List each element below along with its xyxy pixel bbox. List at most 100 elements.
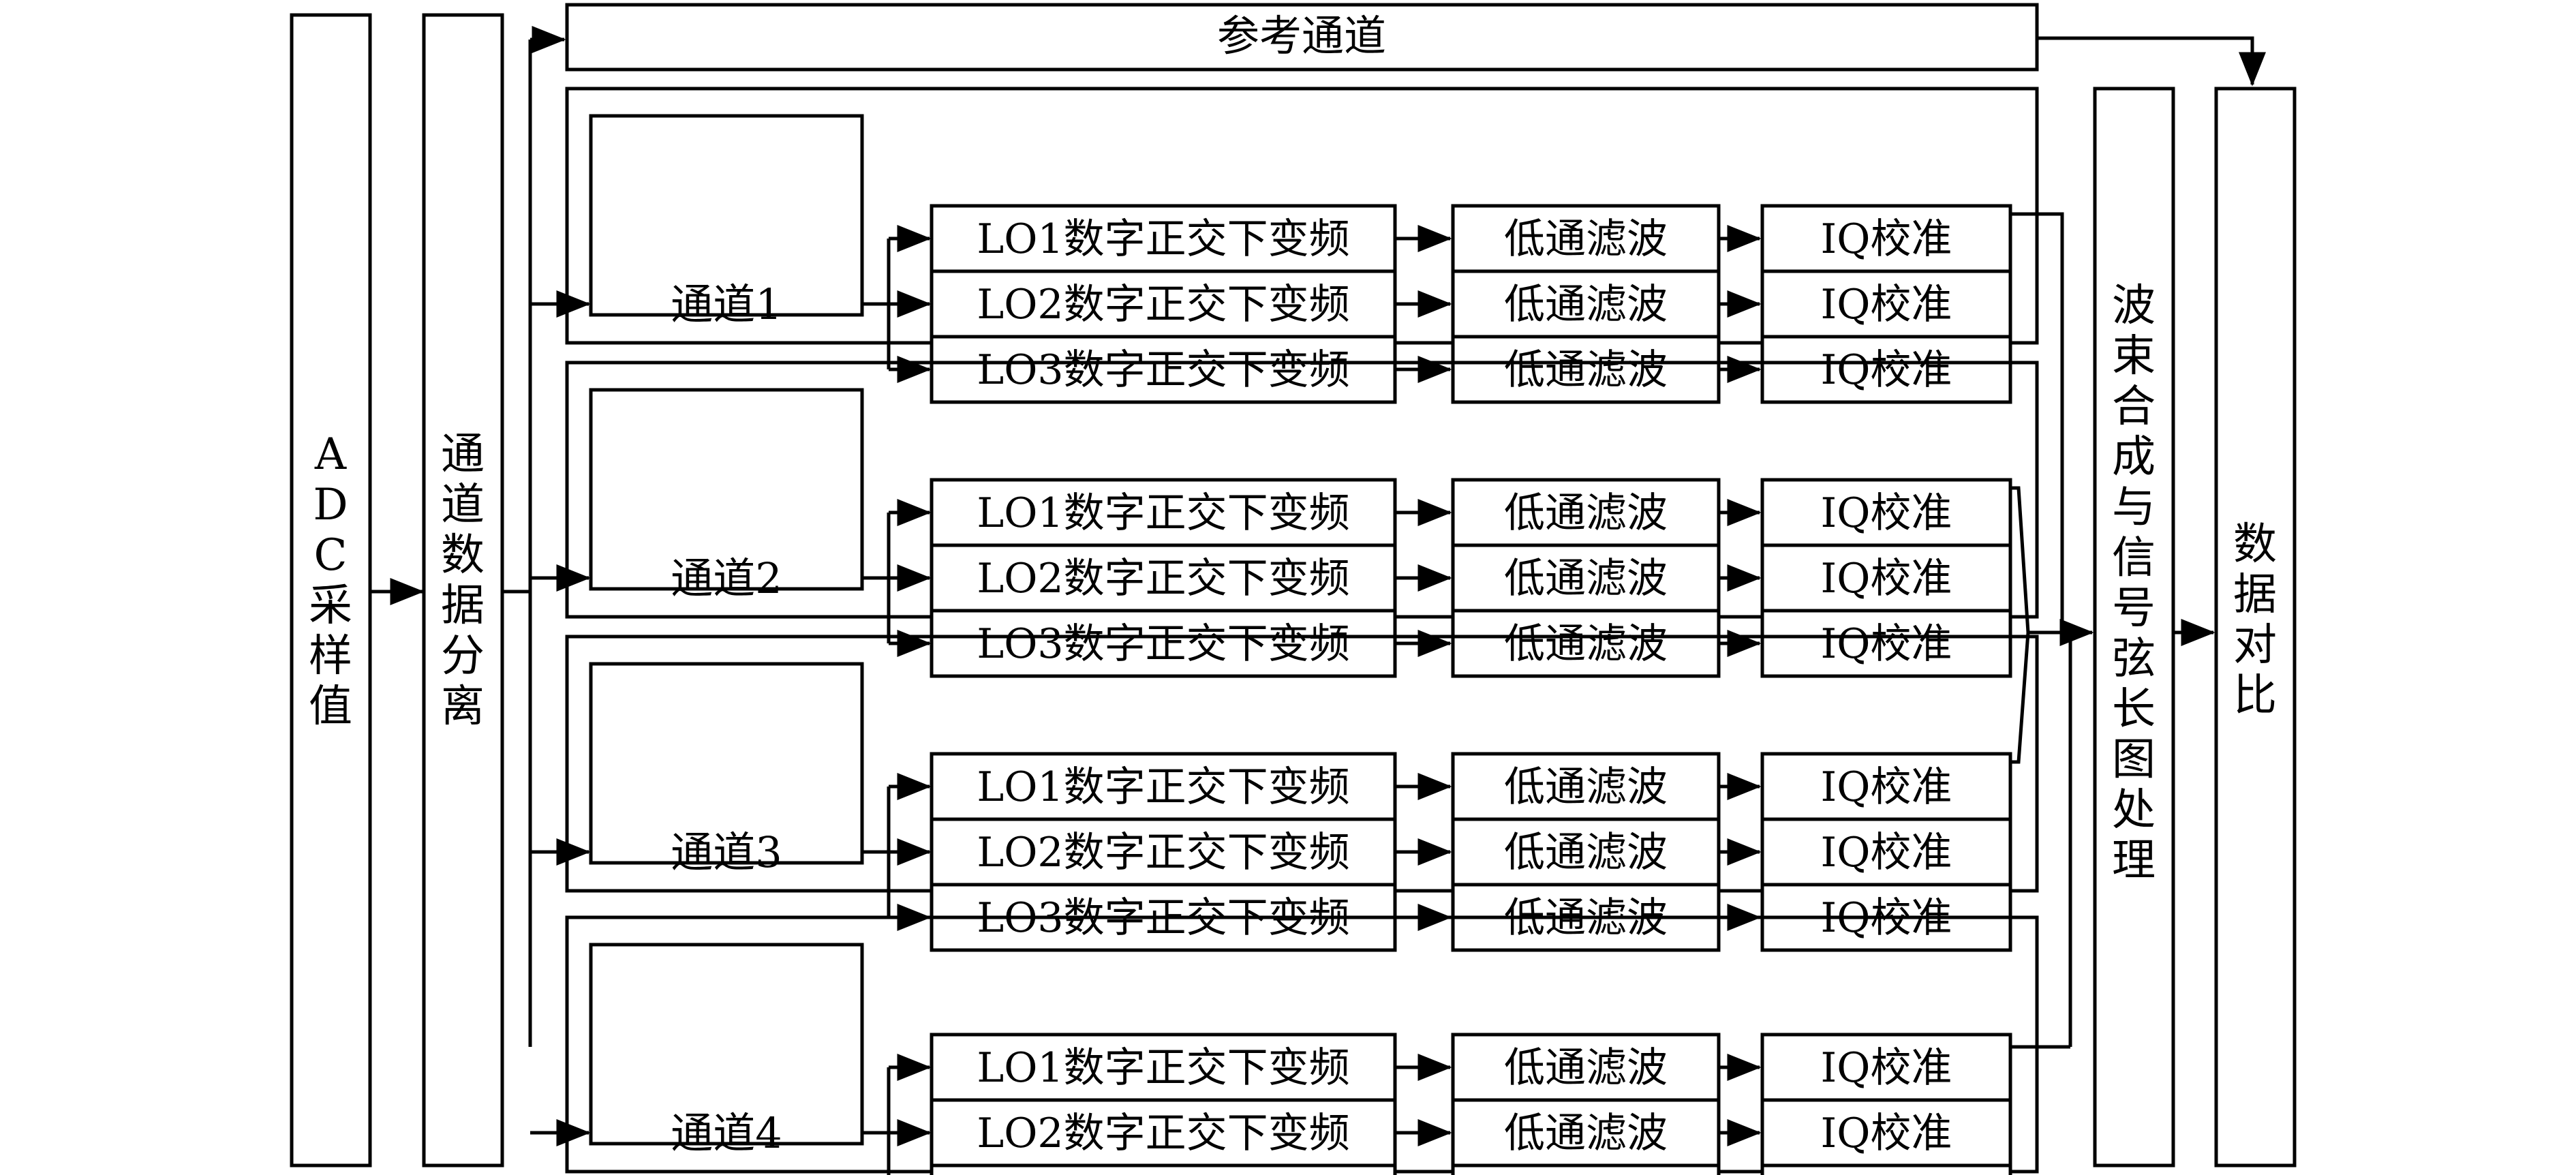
beamforming-char: 号 [2112,583,2156,634]
low-pass-filter-label: 低通滤波 [1504,489,1668,537]
iq-calibration-label: IQ校准 [1821,489,1952,537]
separation-char: 离 [441,682,485,732]
iq-calibration-box [1760,204,2012,273]
iq-output-wires [2010,212,2070,1049]
lo-downconversion-label: LO1数字正交下变频 [977,763,1349,811]
beamforming-char: 与 [2112,483,2156,533]
beamforming-char: 信 [2112,533,2156,583]
channel-separation-label: 通 道 数 据 分 离 [441,429,485,732]
low-pass-filter-label: 低通滤波 [1504,281,1668,329]
iq-calibration-label: IQ校准 [1821,829,1952,876]
separation-char: 据 [441,581,485,631]
iq-calibration-label: IQ校准 [1821,555,1952,602]
iq-calibration-box [1760,1098,2012,1168]
low-pass-filter-label: 低通滤波 [1504,763,1668,811]
beamforming-char: 束 [2112,331,2156,382]
separation-char: 分 [441,631,485,682]
channel-fanout [862,787,891,917]
channel1-output-wire [2010,212,2064,632]
reference-channel-box [565,3,2039,72]
beamforming-box [2093,87,2175,1168]
adc-char: 采 [309,581,352,631]
iq-calibration-box [1760,1163,2012,1175]
channel3-output-wire [2010,632,2030,764]
channel-separation-box [422,13,504,1168]
beamforming-char: 理 [2112,836,2156,886]
channel-fanout [862,1067,891,1175]
beamforming-char: 波 [2112,281,2156,331]
separation-char: 数 [441,530,485,581]
reference-to-comparison-arrow [2037,36,2266,87]
lo-downconversion-label: LO2数字正交下变频 [977,829,1349,876]
channel-label: 通道4 [671,1108,782,1158]
channel-box [589,114,864,317]
low-pass-filter-box [1451,478,1721,547]
low-pass-filter-label: 低通滤波 [1504,1044,1668,1092]
adc-sampling-label: A D C 采 样 值 [309,429,352,732]
low-pass-filter-label: 低通滤波 [1504,829,1668,876]
low-pass-filter-box [1451,1163,1721,1175]
lo-downconversion-label: LO3数字正交下变频 [977,620,1349,668]
adc-char: D [313,480,348,530]
beamforming-char: 图 [2112,735,2156,785]
iq-calibration-box [1760,817,2012,887]
lo-downconversion-box [930,752,1397,821]
lo-downconversion-label: LO2数字正交下变频 [977,1110,1349,1157]
channel-fanout [862,513,891,643]
lo-downconversion-box [930,1098,1397,1168]
low-pass-filter-label: 低通滤波 [1504,1110,1668,1157]
adc-sampling-box [290,13,372,1168]
channel-box [589,388,864,591]
beamforming-char: 成 [2112,432,2156,483]
low-pass-filter-box [1451,609,1721,678]
beamforming-char: 长 [2112,684,2156,735]
beamforming-char: 合 [2112,382,2156,432]
iq-calibration-box [1760,609,2012,678]
low-pass-filter-label: 低通滤波 [1504,555,1668,602]
iq-calibration-label: IQ校准 [1821,1044,1952,1092]
comparison-char: 比 [2233,671,2277,721]
separation-char: 道 [441,480,485,530]
channel-box [589,662,864,865]
lo-downconversion-box [930,478,1397,547]
lo-downconversion-box [930,817,1397,887]
channel-label: 通道2 [671,553,782,603]
lo-downconversion-label: LO1数字正交下变频 [977,1044,1349,1092]
adc-char: 值 [309,682,352,732]
lo-downconversion-box [930,543,1397,613]
channel-label: 通道3 [671,827,782,877]
lo-downconversion-label: LO3数字正交下变频 [977,346,1349,394]
channel-group: 通道4LO1数字正交下变频低通滤波IQ校准LO2数字正交下变频低通滤波IQ校准L… [530,915,2039,1175]
low-pass-filter-label: 低通滤波 [1504,620,1668,668]
iq-calibration-box [1760,1033,2012,1102]
lo-downconversion-label: LO2数字正交下变频 [977,555,1349,602]
reference-channel-label: 参考通道 [1217,11,1386,61]
channel-label: 通道1 [671,279,782,329]
channel-fanout [862,239,891,369]
iq-calibration-label: IQ校准 [1821,346,1952,394]
comparison-char: 数 [2233,519,2277,570]
adc-char: A [314,429,347,480]
beamforming-char: 处 [2112,785,2156,836]
iq-calibration-label: IQ校准 [1821,215,1952,263]
beamforming-char: 弦 [2112,634,2156,684]
iq-calibration-label: IQ校准 [1821,620,1952,668]
lo-downconversion-box [930,1033,1397,1102]
iq-calibration-box [1760,752,2012,821]
comparison-char: 据 [2233,570,2277,620]
low-pass-filter-label: 低通滤波 [1504,346,1668,394]
iq-calibration-box [1760,335,2012,404]
low-pass-filter-box [1451,204,1721,273]
separation-char: 通 [441,429,485,480]
separation-bus [502,40,532,1047]
adc-char: 样 [309,631,352,682]
lo-downconversion-box [930,1163,1397,1175]
low-pass-filter-box [1451,335,1721,404]
channel2-output-wire [2010,486,2030,633]
